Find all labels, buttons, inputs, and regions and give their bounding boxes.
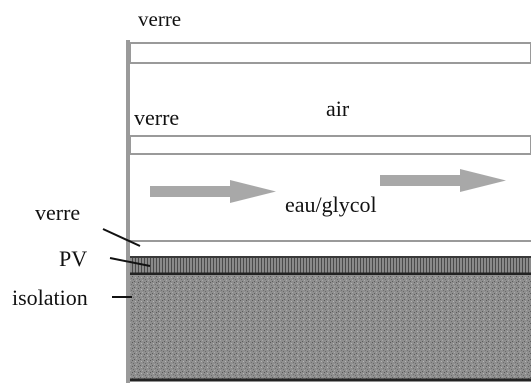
fluid-label: eau/glycol bbox=[285, 192, 377, 217]
insulation-layer bbox=[130, 276, 531, 379]
flow-arrow-right bbox=[380, 169, 506, 192]
air-label: air bbox=[326, 96, 350, 121]
middle-glass-label: verre bbox=[134, 105, 179, 130]
top-glass-layer bbox=[129, 42, 531, 64]
bottom-glass-label: verre bbox=[35, 200, 80, 225]
insulation-label: isolation bbox=[12, 285, 88, 310]
middle-glass-layer bbox=[129, 135, 531, 155]
pv-label: PV bbox=[59, 246, 87, 271]
top-glass-label: verre bbox=[138, 7, 181, 31]
pv-layer bbox=[130, 257, 531, 273]
left-frame-edge bbox=[126, 40, 130, 383]
leader-line-bottom-glass bbox=[102, 228, 141, 247]
leader-line-pv bbox=[109, 257, 151, 267]
flow-arrow-left bbox=[150, 180, 276, 203]
